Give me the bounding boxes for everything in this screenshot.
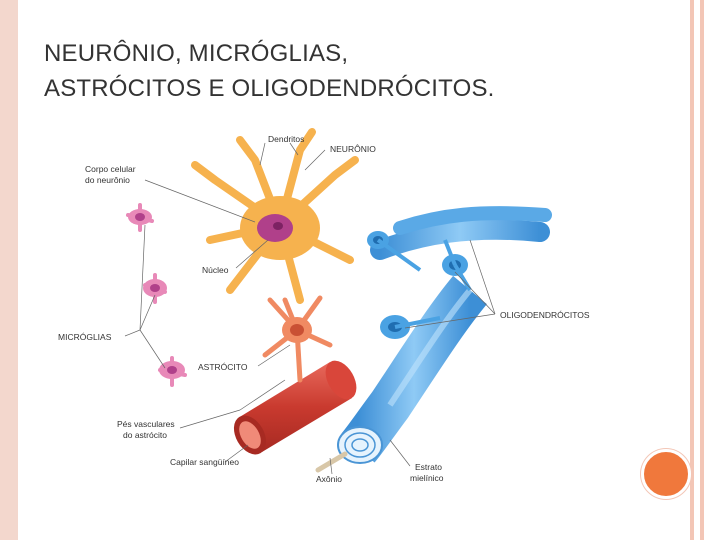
label-astrocito: ASTRÓCITO (198, 362, 248, 372)
leader-lines (124, 142, 496, 475)
upper-myelinated-axon (370, 206, 552, 260)
left-frame-bar (0, 0, 18, 540)
right-frame-line (690, 0, 694, 540)
label-estrato-2: mielínico (410, 473, 444, 483)
label-nucleo: Núcleo (202, 265, 229, 275)
label-dendritos: Dendritos (268, 134, 304, 144)
blood-capillary (233, 360, 357, 455)
label-neuronio: NEURÔNIO (330, 144, 376, 154)
label-estrato-1: Estrato (415, 462, 442, 472)
label-oligodendrocitos: OLIGODENDRÓCITOS (500, 310, 590, 320)
label-microglias: MICRÓGLIAS (58, 332, 112, 342)
microglia-cells (126, 203, 187, 387)
oligodendrocyte-cells (367, 231, 472, 339)
label-pes-vasculares-1: Pés vasculares (117, 419, 175, 429)
title-line-2: ASTRÓCITOS E OLIGODENDRÓCITOS. (44, 75, 495, 102)
label-corpo-celular-1: Corpo celular (85, 164, 136, 174)
label-corpo-celular-2: do neurônio (85, 175, 130, 185)
label-axonio: Axônio (316, 474, 342, 484)
title-line-1: NEURÔNIO, MICRÓGLIAS, (44, 40, 349, 67)
decorative-orange-circle (641, 449, 691, 499)
astrocyte-cell (262, 295, 333, 383)
neuron-cell (191, 128, 359, 304)
label-pes-vasculares-2: do astrócito (123, 430, 167, 440)
main-myelinated-axon (315, 275, 488, 473)
slide-title: NEURÔNIO, MICRÓGLIAS, ASTRÓCITOS E OLIGO… (44, 36, 664, 106)
right-frame-line (700, 0, 704, 540)
label-capilar: Capilar sangüíneo (170, 457, 239, 467)
